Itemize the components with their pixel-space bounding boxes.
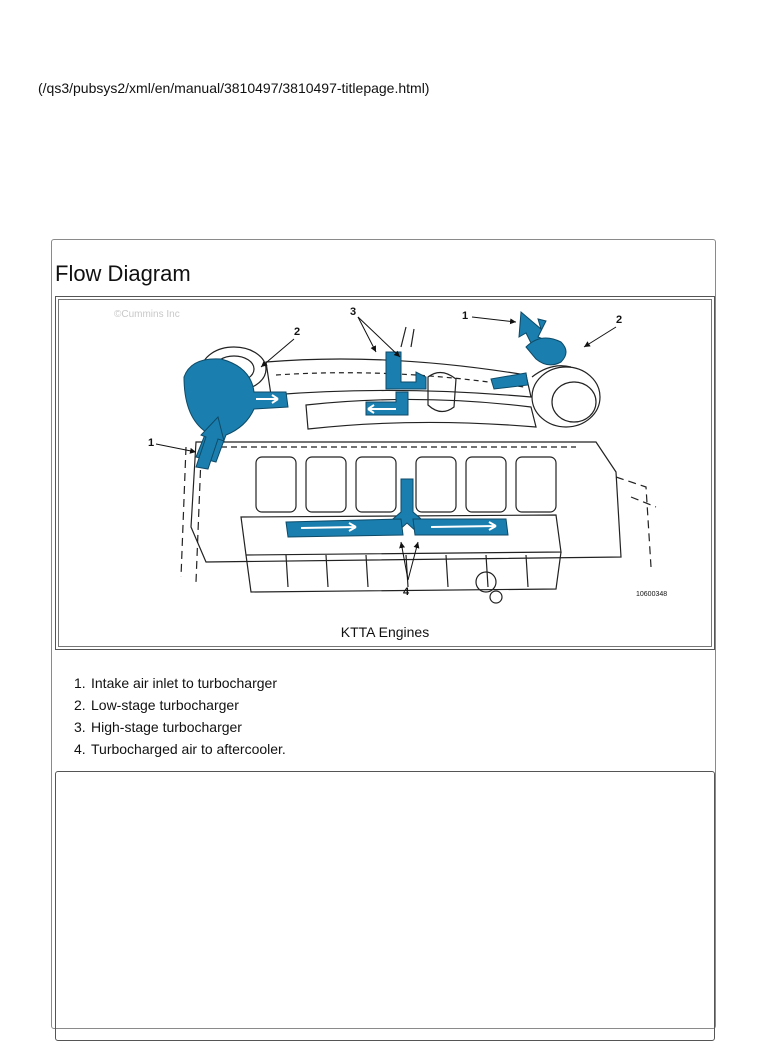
flow-direction-marks [256,394,497,532]
legend-item: 2. Low-stage turbocharger [74,694,286,716]
empty-content-box [55,771,715,1041]
legend-number: 4. [74,741,86,757]
legend-item: 1. Intake air inlet to turbocharger [74,672,286,694]
callout-leaders [155,316,617,581]
legend-item: 3. High-stage turbocharger [74,716,286,738]
figure-caption: KTTA Engines [340,624,430,640]
engine-outline [180,326,657,604]
drawing-number: 10600348 [636,591,667,598]
callout-number: 1 [148,437,154,449]
figure-frame: ©Cummins Inc [55,296,715,650]
section-title: Flow Diagram [55,261,191,286]
flow-diagram-card: Flow Diagram ©Cummins Inc [51,239,716,1041]
callout-number: 1 [462,310,468,322]
legend-item: 4. Turbocharged air to aftercooler. [74,738,286,760]
watermark-text: ©Cummins Inc [114,309,180,320]
left-inlet-arrow [195,415,225,470]
engine-flow-diagram: ©Cummins Inc [114,306,667,604]
crossover-flow [490,372,529,390]
legend-text: Low-stage turbocharger [91,697,239,713]
callout-number: 3 [350,306,356,318]
callout-number: 4 [403,586,410,598]
manual-path-link[interactable]: (/qs3/pubsys2/xml/en/manual/3810497/3810… [38,80,430,96]
callout-number: 2 [294,326,300,338]
legend-text: Turbocharged air to aftercooler. [91,741,286,757]
figure-inner-frame [58,299,712,647]
high-stage-flow-upper [385,351,427,390]
legend-number: 1. [74,675,86,691]
legend-number: 3. [74,719,86,735]
legend-number: 2. [74,697,86,713]
legend-text: High-stage turbocharger [91,719,242,735]
legend-text: Intake air inlet to turbocharger [91,675,277,691]
right-turbo-flow [525,337,567,366]
legend-list: 1. Intake air inlet to turbocharger 2. Low… [74,672,286,760]
callout-number: 2 [616,314,622,326]
